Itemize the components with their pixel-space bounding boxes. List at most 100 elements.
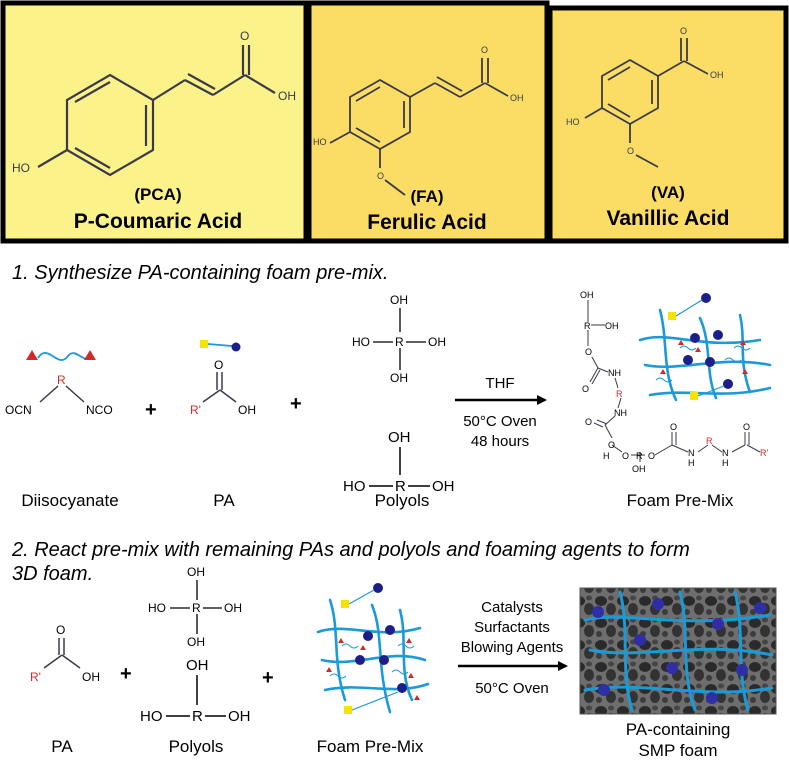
step1-condition-temp: 50°C Oven bbox=[463, 413, 537, 430]
step2-label-product-line2: SMP foam bbox=[638, 741, 717, 760]
premix-h-label: H bbox=[603, 451, 610, 461]
yellow-square-icon bbox=[200, 340, 208, 348]
triol-oh-bottom: OH bbox=[390, 371, 408, 385]
pca-name: P-Coumaric Acid bbox=[74, 210, 242, 233]
premix-structure-step1: OH R OH O O NH R NH O O H O R OH O O N H… bbox=[580, 290, 772, 474]
fa-panel-bg bbox=[306, 0, 550, 244]
pca-ho-label: HO bbox=[12, 161, 30, 175]
premix-o-label: O bbox=[585, 347, 592, 357]
step1-plus-2: + bbox=[290, 393, 302, 415]
pca-oh-label: OH bbox=[278, 89, 296, 103]
triol-ho-left: HO bbox=[352, 335, 370, 349]
step2-reaction-arrow: Catalysts Surfactants Blowing Agents 50°… bbox=[458, 599, 568, 697]
va-ho-label: HO bbox=[566, 117, 580, 127]
fa-o-top-label: O bbox=[481, 45, 488, 55]
triol-r: R bbox=[395, 335, 404, 349]
pa-structure-step2: O R' OH bbox=[30, 623, 100, 684]
step1-condition-solvent: THF bbox=[485, 375, 514, 392]
diisocyanate-ocn-label: OCN bbox=[5, 403, 32, 417]
va-abbr: (VA) bbox=[651, 183, 685, 202]
step2-title-line1: 2. React pre-mix with remaining PAs and … bbox=[11, 539, 690, 561]
red-triangle-icon bbox=[84, 350, 96, 360]
pca-o-label: O bbox=[240, 29, 249, 43]
diisocyanate-structure: R OCN NCO bbox=[5, 350, 113, 417]
triol2-r: R bbox=[192, 601, 201, 615]
navy-dot-icon bbox=[231, 342, 241, 352]
diol-ho-left: HO bbox=[343, 478, 366, 495]
diol-oh-right: OH bbox=[432, 478, 455, 495]
va-o-methoxy-label: O bbox=[627, 146, 634, 156]
step1-label-premix: Foam Pre-Mix bbox=[627, 491, 734, 510]
step2-label-pa: PA bbox=[51, 737, 73, 756]
triol2-oh-bottom: OH bbox=[187, 635, 205, 649]
step1-label-diisocyanate: Diisocyanate bbox=[21, 491, 118, 510]
triol2-oh-right: OH bbox=[224, 601, 242, 615]
premix-o-label: O bbox=[670, 422, 677, 432]
va-oh-label: OH bbox=[710, 70, 724, 80]
premix-n-label: N bbox=[722, 448, 729, 458]
premix-r-label: R bbox=[616, 389, 623, 399]
fa-name: Ferulic Acid bbox=[367, 211, 486, 234]
step2-plus-2: + bbox=[262, 667, 274, 689]
premix-r-label: R bbox=[706, 436, 713, 446]
va-name: Vanillic Acid bbox=[607, 207, 730, 230]
premix-o-label: O bbox=[585, 417, 592, 427]
premix-network-cartoon bbox=[638, 293, 772, 402]
fa-abbr: (FA) bbox=[410, 187, 443, 206]
step2-label-polyols: Polyols bbox=[169, 737, 224, 756]
premix-network-step2 bbox=[316, 583, 430, 714]
premix-o-label: O bbox=[582, 384, 589, 394]
step1-condition-time: 48 hours bbox=[471, 433, 529, 450]
step1-plus-1: + bbox=[145, 399, 157, 421]
step2-title-line2: 3D foam. bbox=[12, 563, 93, 585]
diol-oh-top: OH bbox=[388, 429, 411, 446]
step2-label-product-line1: PA-containing bbox=[626, 720, 731, 739]
va-structure bbox=[584, 38, 709, 168]
triol-oh-right: OH bbox=[428, 335, 446, 349]
premix-o-label: O bbox=[743, 422, 750, 432]
diol2-ho-left: HO bbox=[140, 708, 163, 725]
fa-o-methoxy-label: O bbox=[377, 171, 384, 181]
pa2-o-label: O bbox=[56, 623, 65, 637]
premix-nh-label: NH bbox=[608, 368, 621, 378]
step2-condition-catalysts: Catalysts bbox=[481, 599, 543, 616]
premix-r-label: R bbox=[636, 451, 643, 461]
step2-label-premix: Foam Pre-Mix bbox=[317, 737, 424, 756]
premix-o-label: O bbox=[622, 451, 629, 461]
polyols-structure-step1: OH HO R OH OH OH HO R OH bbox=[343, 293, 455, 495]
step1-reaction-arrow: THF 50°C Oven 48 hours bbox=[455, 375, 547, 450]
diol2-oh-right: OH bbox=[228, 708, 251, 725]
step2-plus-1: + bbox=[120, 663, 132, 685]
premix-r-label: R bbox=[584, 321, 591, 331]
acid-panel-fa: O OH HO O (FA) Ferulic Acid bbox=[306, 0, 550, 244]
pca-abbr: (PCA) bbox=[134, 185, 181, 204]
acid-panel-pca: O OH HO (PCA) P-Coumaric Acid bbox=[0, 0, 309, 244]
step2-condition-surfactants: Surfactants bbox=[474, 619, 550, 636]
premix-oh-label: OH bbox=[632, 464, 646, 474]
diisocyanate-nco-label: NCO bbox=[86, 403, 113, 417]
premix-h-label: H bbox=[688, 458, 695, 468]
diol2-r: R bbox=[192, 708, 203, 725]
fa-structure bbox=[329, 58, 509, 196]
premix-oh-label: OH bbox=[580, 290, 594, 300]
fa-oh-label: OH bbox=[510, 93, 524, 103]
acid-panel-va: O OH HO O (VA) Vanillic Acid bbox=[547, 5, 789, 244]
step1-label-polyols: Polyols bbox=[375, 491, 430, 510]
polyols-structure-step2: OH HO R OH OH OH HO R OH bbox=[140, 565, 251, 725]
premix-nh-label: NH bbox=[614, 408, 627, 418]
diol-r: R bbox=[395, 478, 406, 495]
triol2-ho-left: HO bbox=[148, 601, 166, 615]
triol2-oh-top: OH bbox=[187, 565, 205, 579]
va-panel-bg bbox=[547, 5, 789, 244]
premix-o-label: O bbox=[608, 440, 615, 450]
wavy-link-icon bbox=[37, 352, 93, 361]
red-triangle-icon bbox=[26, 350, 38, 360]
premix-rp-label: R' bbox=[760, 448, 768, 458]
smp-foam-image bbox=[579, 587, 777, 715]
pca-structure bbox=[37, 45, 276, 177]
pa2-oh-label: OH bbox=[82, 670, 100, 684]
pca-panel-bg bbox=[0, 0, 309, 244]
step2-condition-temp: 50°C Oven bbox=[475, 680, 549, 697]
premix-oh-label: OH bbox=[605, 321, 619, 331]
